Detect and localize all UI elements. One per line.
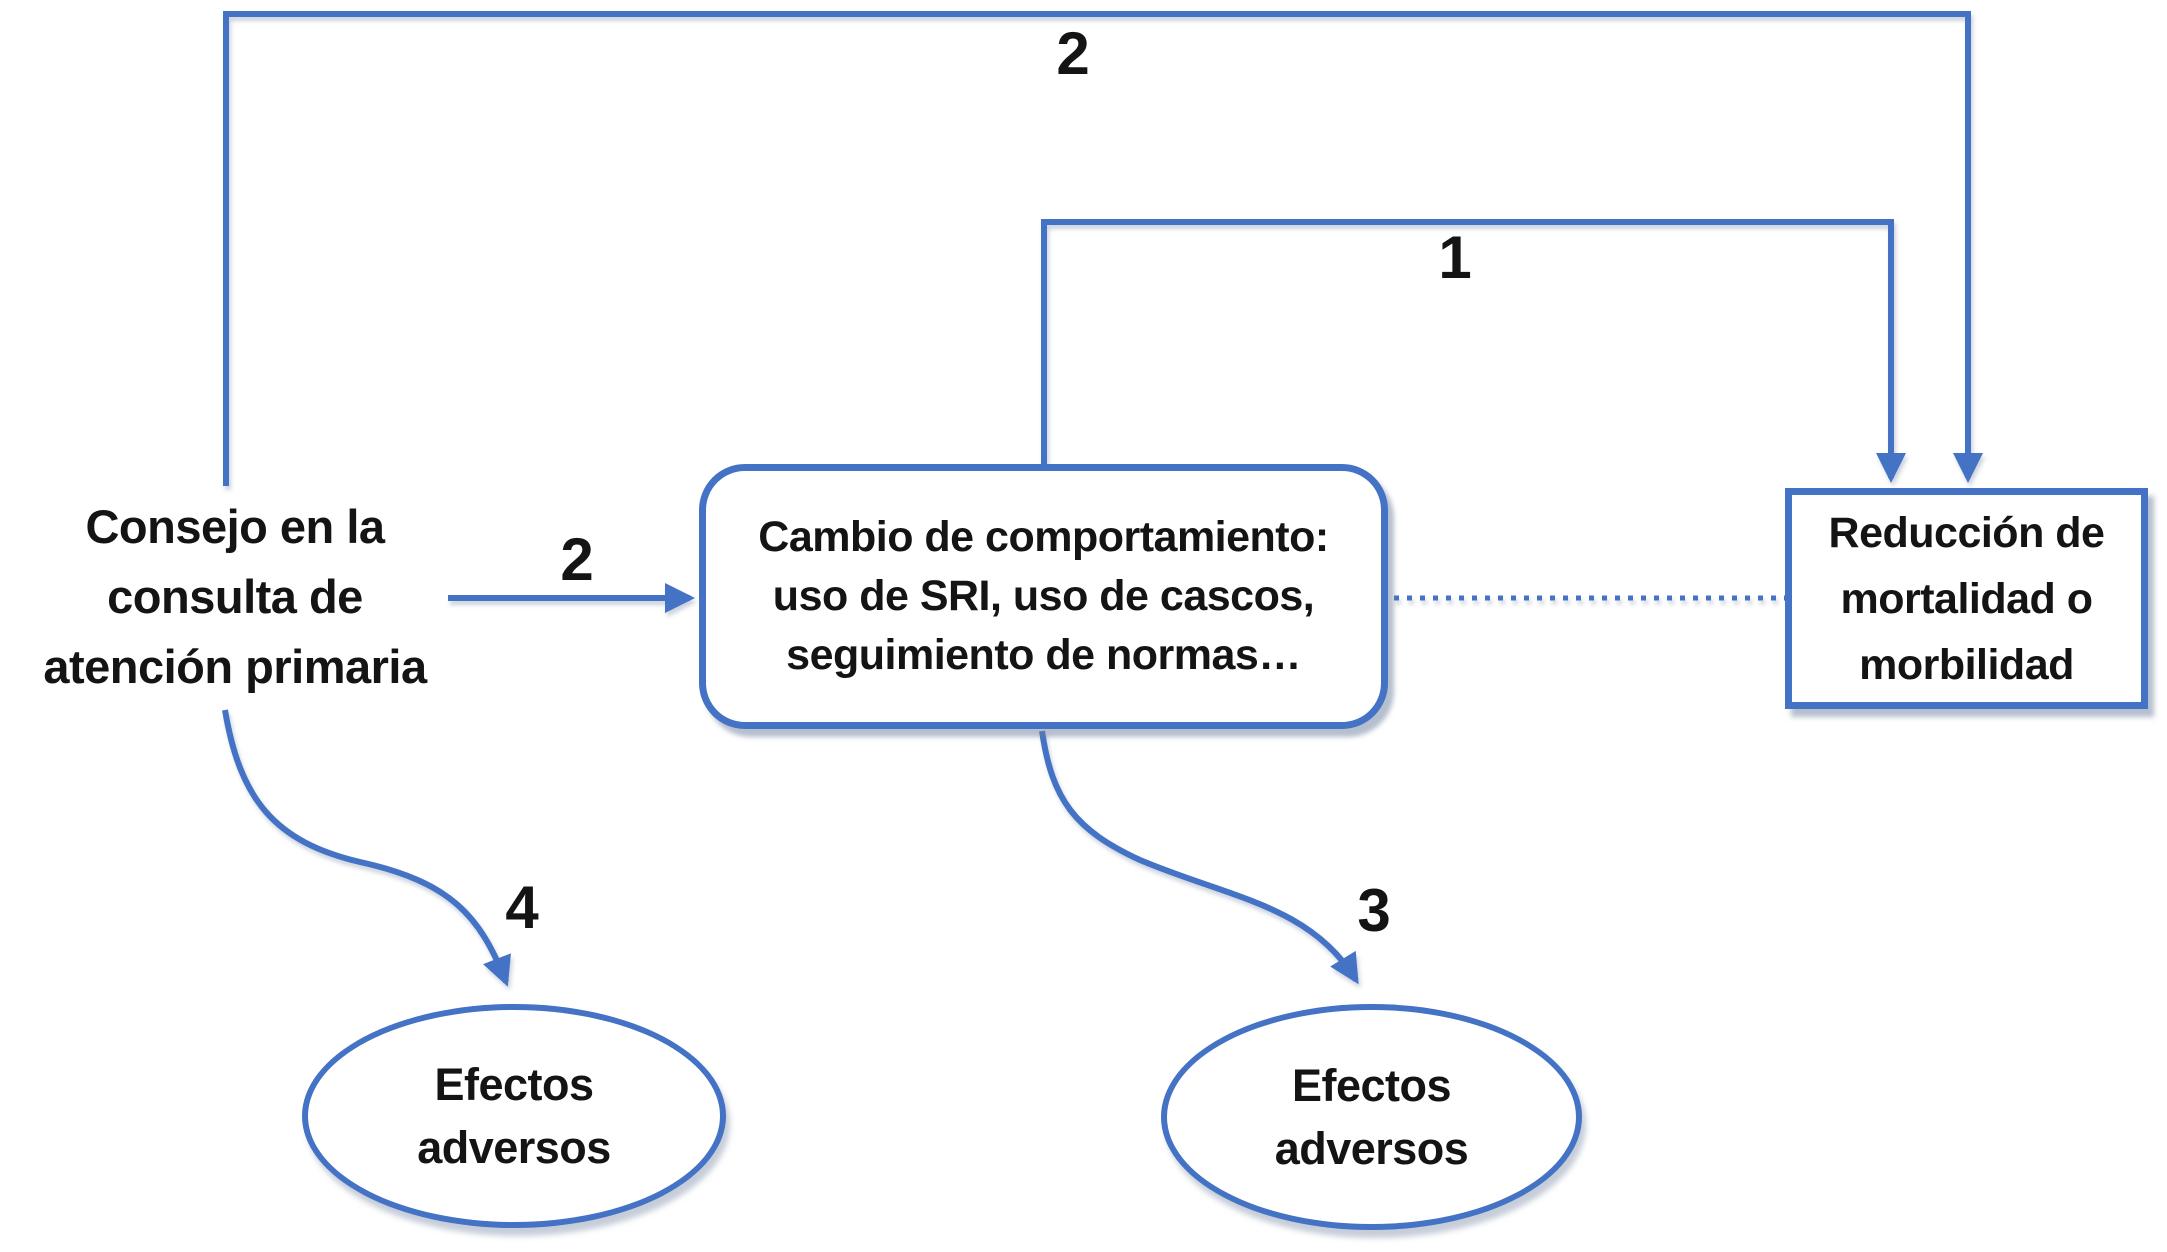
- edge-label-source-adverse: 4: [505, 874, 539, 941]
- edge-label-source-outcome: 2: [1056, 20, 1090, 87]
- edge-label-source-behavior: 2: [560, 526, 594, 593]
- node-source-label: Consejo en la consulta de atención prima…: [10, 492, 460, 702]
- node-adverse-left-ellipse: Efectos adversos: [302, 1004, 726, 1228]
- node-outcome-box: Reducción de mortalidad o morbilidad: [1785, 488, 2148, 709]
- edge-source-to-outcome-line: [223, 11, 1983, 486]
- node-adverse-right-text: Efectos adversos: [1274, 1060, 1469, 1174]
- node-behavior-text: Cambio de comportamiento: uso de SRI, us…: [758, 513, 1329, 679]
- node-source-text: Consejo en la consulta de atención prima…: [43, 500, 427, 693]
- edge-behavior-to-adverse-curve: [1039, 730, 1359, 985]
- node-outcome-text: Reducción de mortalidad o morbilidad: [1828, 508, 2105, 689]
- edge-source-to-adverse-curve: [222, 709, 511, 987]
- edge-label-behavior-adverse: 3: [1357, 877, 1391, 944]
- edge-behavior-to-outcome-line: [1041, 219, 1906, 483]
- edge-label-behavior-outcome: 1: [1438, 224, 1472, 291]
- node-behavior-box: Cambio de comportamiento: uso de SRI, us…: [699, 464, 1388, 729]
- node-adverse-left-text: Efectos adversos: [417, 1059, 611, 1173]
- node-adverse-right-ellipse: Efectos adversos: [1161, 1004, 1582, 1230]
